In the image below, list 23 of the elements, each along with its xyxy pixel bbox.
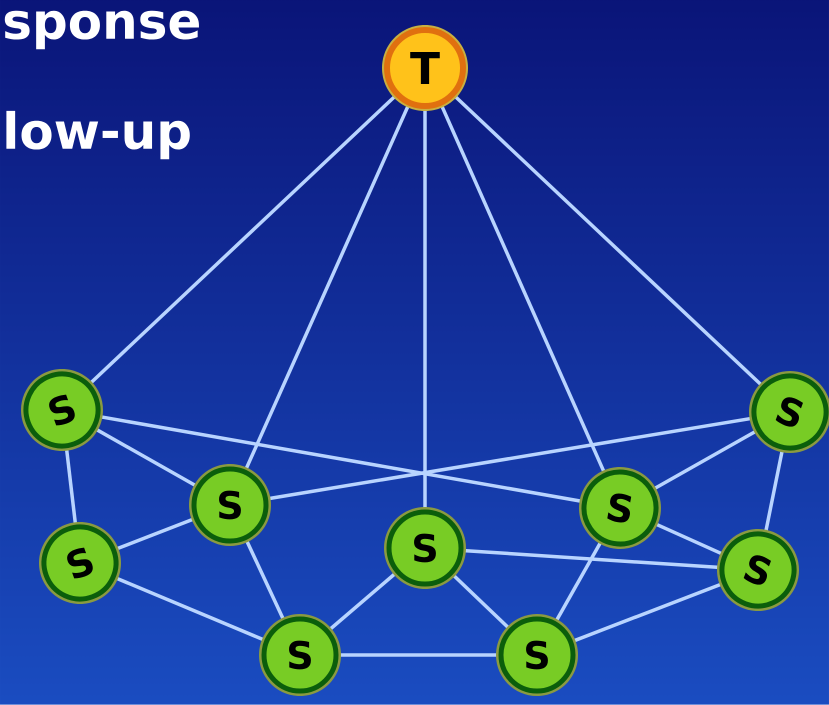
heading-text: low-up <box>6 110 190 160</box>
connector-line <box>653 430 757 490</box>
connector-line <box>64 448 78 524</box>
connector-line <box>116 518 194 550</box>
connector-line <box>244 104 410 470</box>
connector-line <box>95 428 197 488</box>
connector-line <box>655 522 723 556</box>
connector-line <box>572 582 722 643</box>
connector-line <box>339 653 498 657</box>
connector-line <box>454 94 763 386</box>
connector-line <box>764 450 784 532</box>
heading-text: sponse <box>4 10 199 50</box>
connector-line <box>268 416 752 500</box>
connector-line <box>464 548 719 570</box>
connector-line <box>245 540 286 620</box>
connector-line <box>440 104 606 473</box>
connector-line <box>116 576 265 642</box>
connector-line <box>554 541 602 622</box>
connector-line <box>89 94 396 384</box>
connector-line <box>328 572 396 631</box>
connector-line <box>423 109 427 509</box>
connector-line <box>100 415 582 503</box>
connector-line <box>452 574 510 630</box>
